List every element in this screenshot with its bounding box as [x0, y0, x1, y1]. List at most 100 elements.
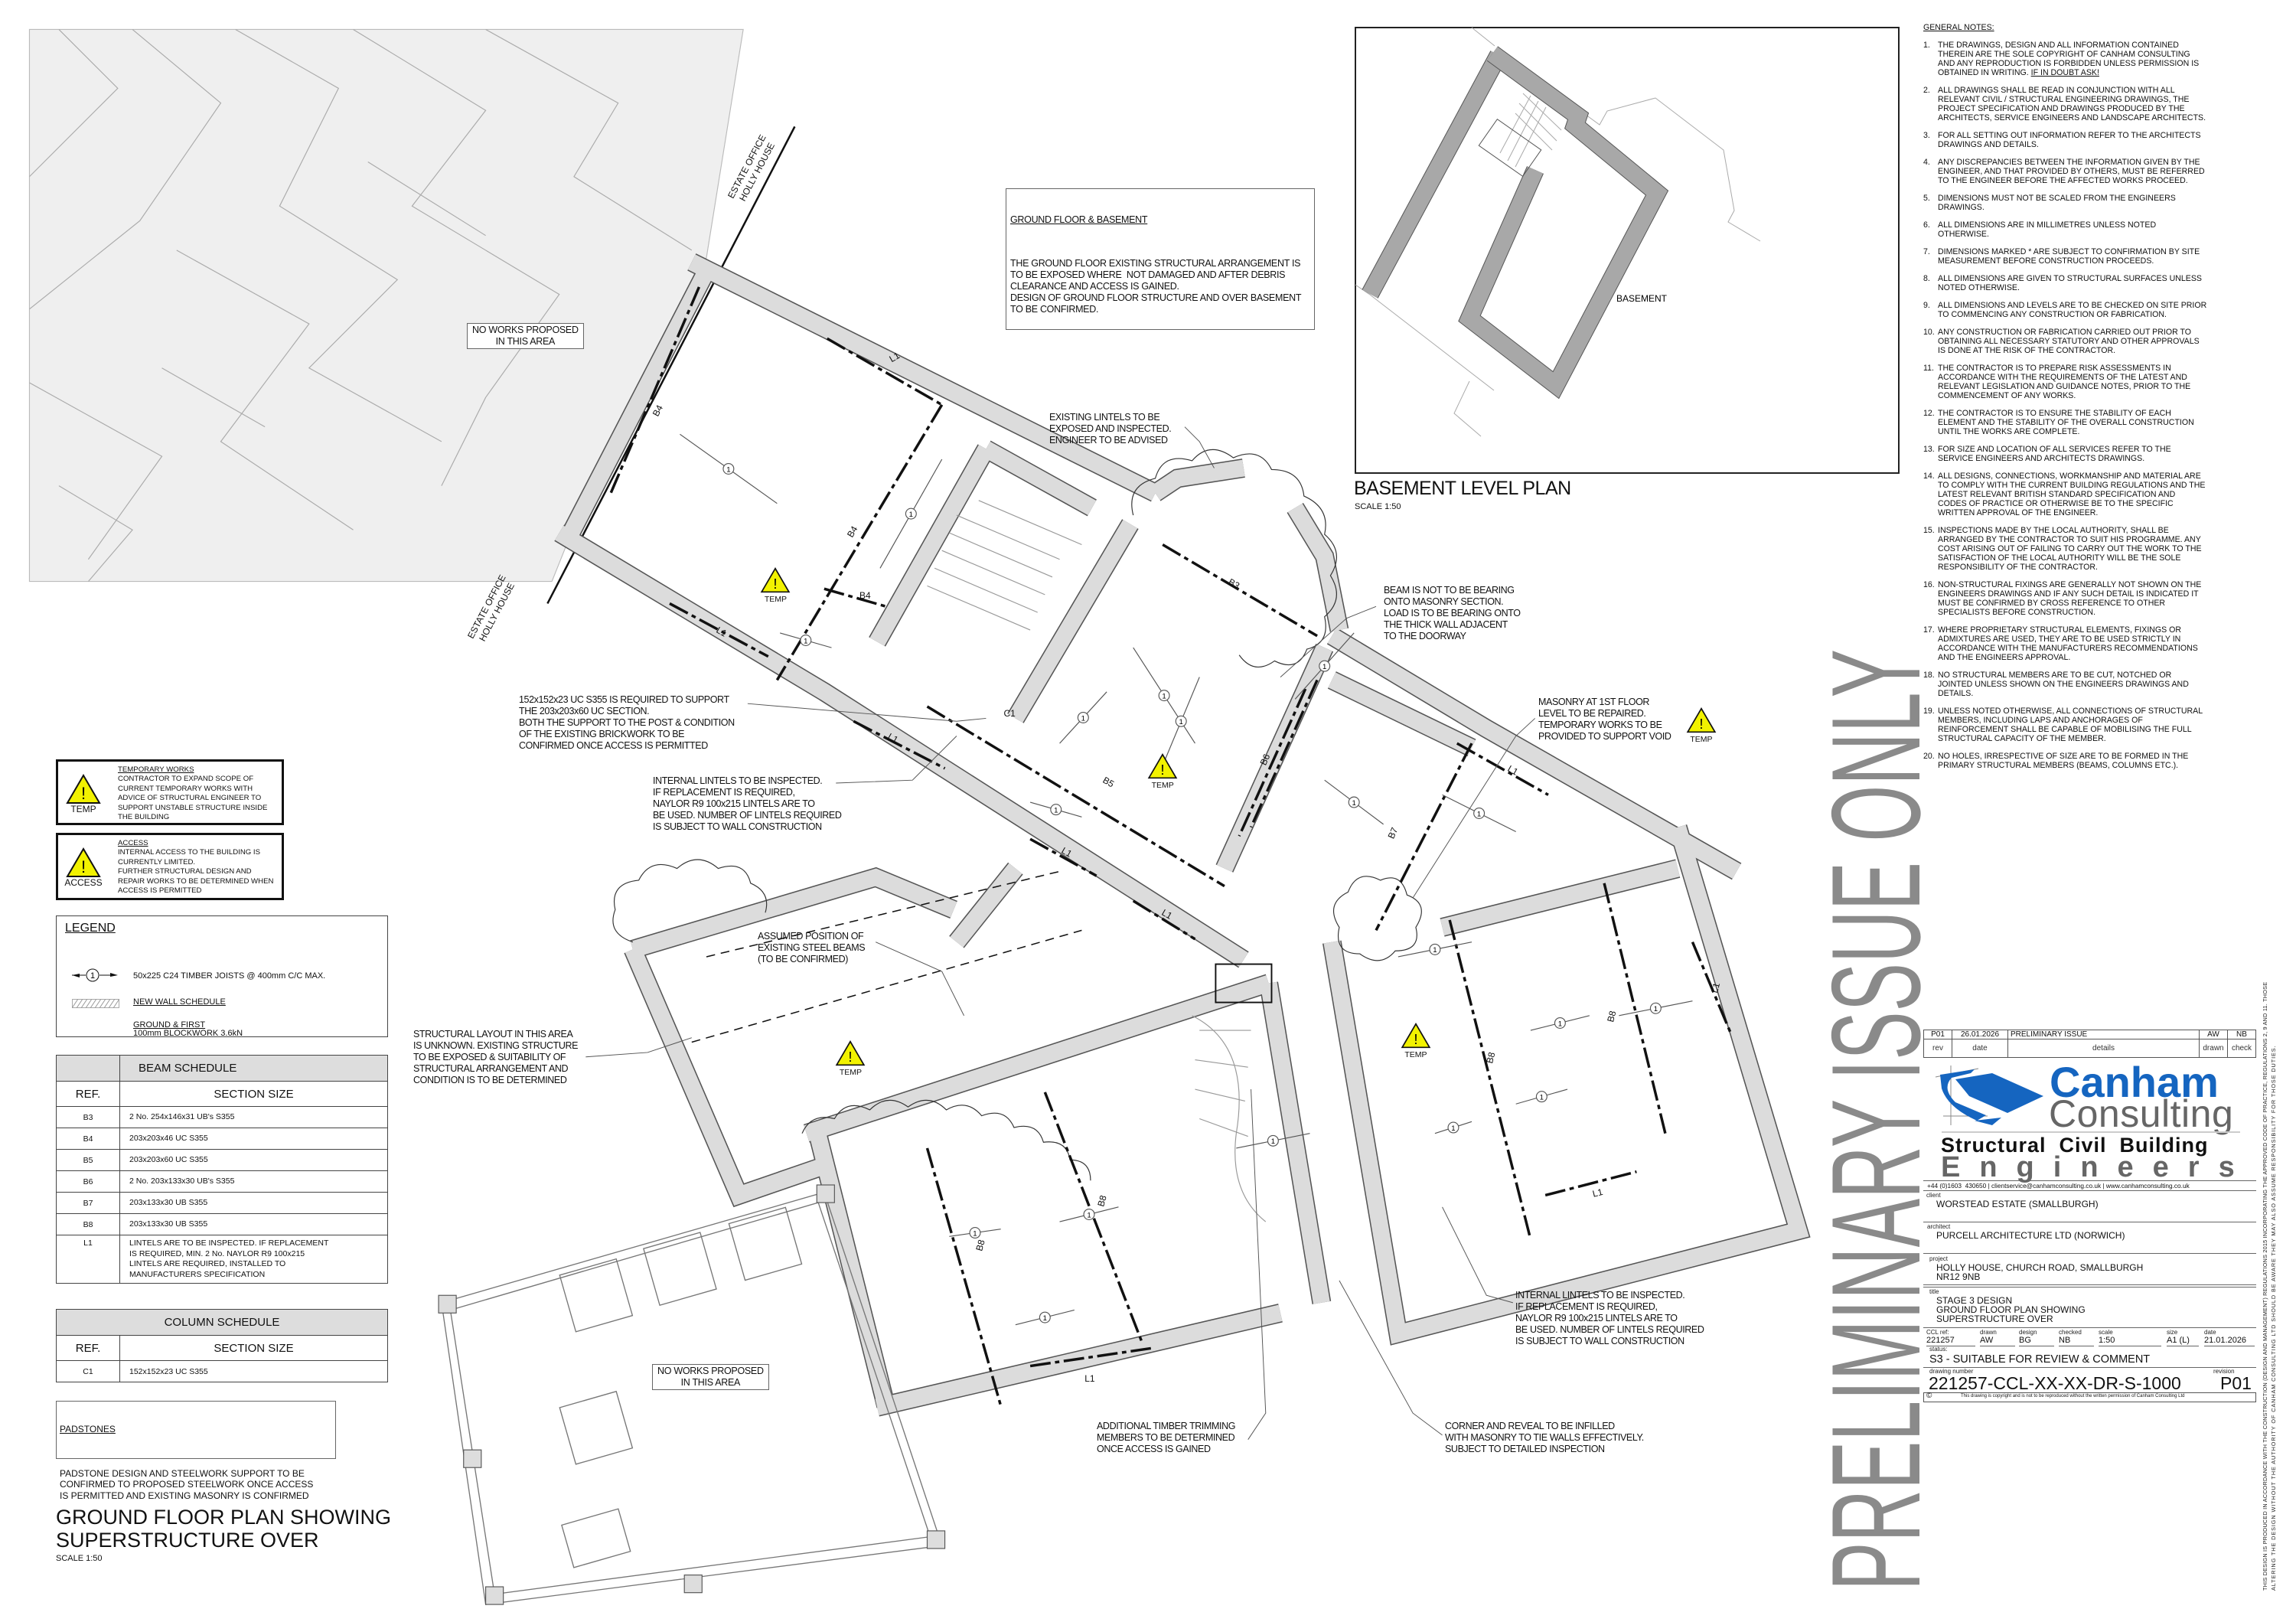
drawing-number-label: drawing number	[1929, 1368, 1974, 1375]
general-note: 10.ANY CONSTRUCTION OR FABRICATION CARRI…	[1923, 328, 2283, 355]
beam-size: 203x133x30 UB S355	[119, 1192, 388, 1214]
note-number: 2.	[1923, 86, 1930, 95]
basement-plan-scale: SCALE 1:50	[1355, 502, 1401, 511]
architect-label: architect	[1927, 1223, 1951, 1230]
wall	[810, 1134, 895, 1408]
note-text: ALL DIMENSIONS ARE GIVEN TO STRUCTURAL S…	[1938, 274, 2202, 292]
joist-ref: 1	[1179, 718, 1183, 726]
note-number: 11.	[1923, 364, 1934, 373]
field-label: design	[2019, 1329, 2037, 1336]
legend-blockwork: 100mm BLOCKWORK 3.6kN	[133, 1029, 243, 1038]
joist-ref: 1	[1433, 946, 1437, 955]
note-number: 16.	[1923, 580, 1935, 589]
col-size: SECTION SIZE	[119, 1335, 388, 1361]
joist-ref: 1	[1477, 810, 1481, 818]
column-size: 152x152x23 UC S355	[119, 1360, 388, 1382]
revision-check: NB	[2227, 1030, 2256, 1039]
note-text: ALL DESIGNS, CONNECTIONS, WORKMANSHIP AN…	[1938, 472, 2205, 517]
wall	[1287, 503, 1348, 632]
note-body: NO STRUCTURAL MEMBERS ARE TO BE CUT, NOT…	[1938, 671, 2189, 698]
revision-cloud	[1332, 876, 1422, 961]
note-number: 5.	[1923, 194, 1930, 203]
note-number: 18.	[1923, 671, 1935, 680]
wall	[1327, 628, 1741, 879]
company-tagline-2: Engineers	[1941, 1151, 2254, 1183]
beam-line	[1448, 919, 1532, 1240]
note-body: ANY DISCREPANCIES BETWEEN THE INFORMATIO…	[1938, 158, 2205, 185]
note-number: 6.	[1923, 220, 1930, 230]
temp-badge: TEMP	[1690, 735, 1713, 745]
beam-line	[1029, 1346, 1152, 1368]
drawing-number: 221257-CCL-XX-XX-DR-S-1000	[1929, 1373, 2181, 1393]
joist-span-marker: 1	[780, 632, 832, 648]
general-note: 19.UNLESS NOTED OTHERWISE, ALL CONNECTIO…	[1923, 707, 2283, 743]
joist-ref: 1	[1558, 1020, 1562, 1028]
column-schedule-title: COLUMN SCHEDULE	[56, 1309, 388, 1336]
beam-ref: B4	[56, 1128, 120, 1150]
general-note: 11.THE CONTRACTOR IS TO PREPARE RISK ASS…	[1923, 364, 2283, 400]
gf-basement-note: GROUND FLOOR & BASEMENT THE GROUND FLOOR…	[1006, 188, 1315, 330]
svg-text:1: 1	[90, 971, 95, 981]
note-text: ANY CONSTRUCTION OR FABRICATION CARRIED …	[1938, 328, 2200, 355]
wall	[982, 441, 1097, 516]
joist-ref: 1	[1162, 692, 1166, 700]
joist-span-marker: 1	[1294, 632, 1355, 700]
temp-warning-marker: !TEMP	[758, 567, 792, 604]
wall	[869, 445, 993, 646]
general-note: 14.ALL DESIGNS, CONNECTIONS, WORKMANSHIP…	[1923, 472, 2283, 517]
note-structural-layout: STRUCTURAL LAYOUT IN THIS AREA IS UNKNOW…	[413, 1029, 579, 1085]
beam-line	[853, 720, 946, 770]
temp-badge: TEMP	[1151, 780, 1174, 790]
basement-walls-fill	[1459, 47, 1668, 398]
note-internal-lintels-1: INTERNAL LINTELS TO BE INSPECTED. IF REP…	[653, 775, 842, 832]
beam-line	[1132, 899, 1196, 941]
temp-warning-marker: !TEMP	[1146, 752, 1179, 790]
wall	[950, 863, 1022, 948]
note-text: DIMENSIONS MARKED * ARE SUBJECT TO CONFI…	[1938, 247, 2200, 266]
note-text: NO HOLES, IRRESPECTIVE OF SIZE ARE TO BE…	[1938, 752, 2188, 770]
beam-ref: B5	[56, 1149, 120, 1171]
beam-line	[926, 705, 1225, 888]
note-emphasis: IF IN DOUBT ASK!	[2030, 68, 2099, 77]
note-body: THE CONTRACTOR IS TO ENSURE THE STABILIT…	[1938, 409, 2194, 436]
general-note: 13.FOR SIZE AND LOCATION OF ALL SERVICES…	[1923, 445, 2283, 463]
beam-line	[1456, 742, 1549, 796]
joist-ref: 1	[1087, 1211, 1091, 1219]
joist-ref-circle	[1083, 1208, 1095, 1220]
joist-ref-circle	[1447, 1121, 1459, 1134]
divider	[1923, 1253, 2256, 1254]
joist-ref: 1	[1271, 1137, 1275, 1146]
drawn-header: drawn	[2199, 1039, 2228, 1058]
field-label: date	[2204, 1329, 2216, 1336]
general-note: 7. DIMENSIONS MARKED * ARE SUBJECT TO CON…	[1923, 247, 2283, 266]
beam-line	[823, 587, 887, 608]
temp-warning-marker: ! TEMP	[1684, 707, 1718, 744]
svg-text:!: !	[1699, 716, 1703, 732]
company-logo-icon	[1935, 1066, 2043, 1125]
note-body: FOR ALL SETTING OUT INFORMATION REFER TO…	[1938, 131, 2201, 149]
note-number: 7.	[1923, 247, 1930, 256]
field-value: NB	[2059, 1336, 2094, 1346]
joist-span-marker: 1	[1530, 1015, 1590, 1031]
revision-cloud	[612, 859, 768, 943]
joist-ref: 1	[973, 1229, 977, 1238]
beam-size: 203x133x30 UB S355	[119, 1213, 388, 1235]
joist-span-marker: 1	[1162, 677, 1200, 766]
wall	[1323, 824, 1809, 1344]
joist-ref-circle	[1039, 1311, 1051, 1323]
warning-icon: !	[761, 567, 791, 593]
joist-symbol-icon: 1	[72, 968, 118, 982]
status-label: status:	[1929, 1346, 1948, 1353]
note-text: UNLESS NOTED OTHERWISE, ALL CONNECTIONS …	[1938, 707, 2203, 743]
field-value: 221257	[1926, 1336, 1975, 1346]
field-label: checked	[2059, 1329, 2082, 1336]
note-masonry: MASONRY AT 1ST FLOOR LEVEL TO BE REPAIRE…	[1538, 697, 1671, 742]
beam-ref: B8	[56, 1213, 120, 1235]
member-label-l1: L1	[1084, 1372, 1095, 1384]
divider	[1923, 1284, 2256, 1285]
revision-details: PRELIMINARY ISSUE	[2007, 1030, 2200, 1039]
